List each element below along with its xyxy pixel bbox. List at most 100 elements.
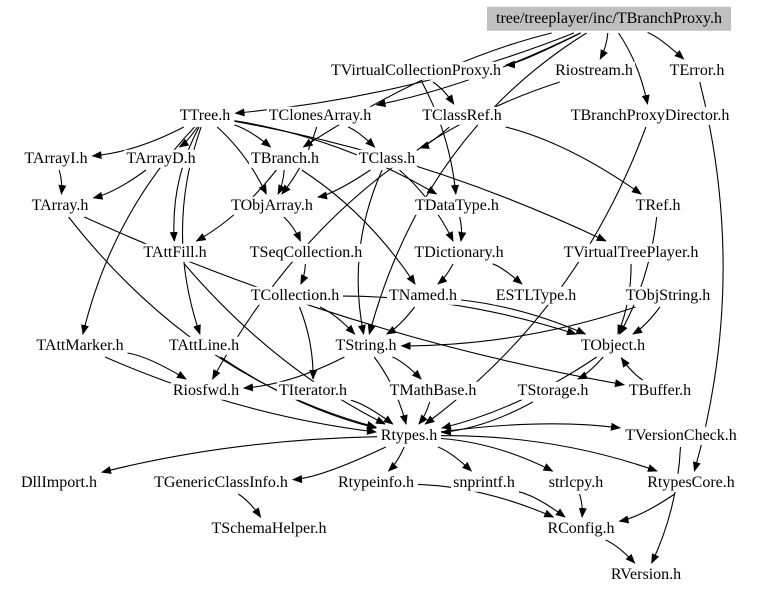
graph-node-Riostream[interactable]: Riostream.h (553, 61, 635, 81)
graph-node-TDictionary[interactable]: TDictionary.h (412, 243, 506, 263)
edge-TTree-to-TAttFill (169, 126, 200, 242)
edge-TObjArray-to-TSeqCollection (283, 216, 302, 242)
edge-TDictionary-to-TNamed (437, 263, 454, 285)
edge-root-to-TError (647, 31, 685, 60)
edge-TTree-to-TAttMarker (81, 126, 195, 335)
edge-TError-to-RtypesCore (692, 81, 724, 472)
edge-Rtypes-to-strlcpy (440, 437, 554, 472)
edge-TVersionCheck-to-RVersion (651, 446, 682, 564)
graph-node-TVersionCheck[interactable]: TVersionCheck.h (623, 426, 739, 446)
graph-node-TBuffer[interactable]: TBuffer.h (626, 381, 694, 401)
graph-node-TCollection[interactable]: TCollection.h (248, 286, 342, 306)
edge-Rtypes-to-RtypesCore (440, 435, 658, 472)
graph-node-TClass[interactable]: TClass.h (356, 149, 418, 169)
edge-TClonesArray-to-TClass (347, 126, 376, 148)
graph-node-DllImport[interactable]: DllImport.h (19, 473, 99, 493)
graph-node-TVirtualTreePlayer[interactable]: TVirtualTreePlayer.h (561, 243, 701, 263)
edge-TSeqCollection-to-TCollection (300, 263, 309, 285)
edge-TCollection-to-TObject (342, 295, 577, 336)
edge-TString-to-Riosfwd (243, 356, 345, 392)
graph-node-TAttFill[interactable]: TAttFill.h (141, 243, 209, 263)
edge-TDataType-to-TDictionary (458, 216, 467, 242)
edge-TAttLine-to-Rtypes (220, 356, 377, 430)
graph-node-TAttLine[interactable]: TAttLine.h (166, 336, 242, 356)
edge-TBranch-to-TObjArray (277, 169, 286, 195)
edge-Rtypes-to-Rtypeinfo (387, 446, 405, 472)
edge-TNamed-to-TString (385, 306, 416, 335)
edge-TArrayD-to-TArray (92, 169, 147, 200)
edge-TString-to-TMathBase (392, 356, 422, 380)
graph-node-TVirtualCollectionProxy[interactable]: TVirtualCollectionProxy.h (329, 61, 503, 81)
edge-RConfig-to-RVersion (605, 539, 636, 564)
graph-node-TError[interactable]: TError.h (667, 61, 727, 81)
edge-Rtypes-to-TGenericClassInfo (292, 446, 387, 484)
graph-node-strlcpy[interactable]: strlcpy.h (546, 473, 606, 493)
edge-TAttMarker-to-Riosfwd (127, 352, 187, 380)
graph-node-TStorage[interactable]: TStorage.h (515, 381, 591, 401)
graph-node-Rtypes[interactable]: Rtypes.h (378, 426, 440, 446)
graph-node-TObjArray[interactable]: TObjArray.h (229, 196, 315, 216)
graph-node-RVersion[interactable]: RVersion.h (608, 565, 684, 585)
graph-node-TMathBase[interactable]: TMathBase.h (387, 381, 479, 401)
edge-TBranch-to-TNamed (301, 169, 416, 285)
edge-TClassRef-to-TRef (505, 126, 642, 195)
graph-node-TArray[interactable]: TArray.h (29, 196, 91, 216)
edge-TVirtualCollectionProxy-to-TClassRef (432, 81, 455, 105)
edge-TDictionary-to-ESTLType (492, 263, 523, 285)
edge-TBranchProxyDirector-to-Rtypes (424, 126, 647, 425)
graph-node-TTree[interactable]: TTree.h (177, 106, 233, 126)
edge-RtypesCore-to-RConfig (618, 493, 676, 524)
edge-TTree-to-TVirtualTreePlayer (234, 120, 607, 242)
graph-node-TSeqCollection[interactable]: TSeqCollection.h (247, 243, 365, 263)
graph-node-TClonesArray[interactable]: TClonesArray.h (266, 106, 374, 126)
edge-Rtypeinfo-to-RConfig (417, 483, 555, 518)
graph-node-ESTLType[interactable]: ESTLType.h (493, 286, 579, 306)
edge-TObject-to-Rtypes (441, 356, 598, 430)
edge-Rtypes-to-snprintf (437, 446, 473, 472)
graph-node-TSchemaHelper[interactable]: TSchemaHelper.h (209, 519, 329, 539)
graph-node-RtypesCore[interactable]: RtypesCore.h (645, 473, 737, 493)
edge-TClassRef-to-TClass (419, 126, 450, 149)
edge-root-to-TBranchProxyDirector (618, 32, 650, 105)
edge-TRef-to-TObject (619, 216, 658, 335)
edge-TTree-to-TDataType (234, 120, 438, 195)
graph-node-TClassRef[interactable]: TClassRef.h (420, 106, 504, 126)
edge-TNamed-to-TObject (460, 299, 587, 335)
edge-TObjString-to-TObject (632, 306, 661, 335)
graph-node-TArrayD[interactable]: TArrayD.h (124, 149, 198, 169)
edge-TTree-to-TArrayD (178, 126, 198, 148)
edge-TArrayI-to-TArray (58, 169, 67, 195)
edge-snprintf-to-RConfig (518, 491, 566, 518)
edge-TIterator-to-Rtypes (350, 399, 394, 425)
edge-TObject-to-TStorage (577, 356, 604, 380)
edge-TObjString-to-TString (400, 306, 636, 350)
graph-node-TRef[interactable]: TRef.h (633, 196, 683, 216)
edge-TStorage-to-Rtypes (441, 401, 534, 436)
edge-TTree-to-TArrayI (91, 126, 185, 160)
edge-Rtypes-to-DllImport (101, 436, 378, 474)
graph-node-TGenericClassInfo[interactable]: TGenericClassInfo.h (152, 473, 290, 493)
graph-node-snprintf[interactable]: snprintf.h (451, 473, 517, 493)
graph-node-TObject[interactable]: TObject.h (578, 336, 648, 356)
graph-node-TIterator[interactable]: TIterator.h (277, 381, 349, 401)
graph-node-RConfig[interactable]: RConfig.h (545, 519, 617, 539)
graph-node-TBranch[interactable]: TBranch.h (249, 149, 321, 169)
graph-node-TObjString[interactable]: TObjString.h (623, 286, 713, 306)
graph-node-TNamed[interactable]: TNamed.h (387, 286, 459, 306)
graph-node-Rtypeinfo[interactable]: Rtypeinfo.h (336, 473, 416, 493)
edge-Rtypes-to-TVersionCheck (440, 422, 621, 433)
graph-node-TArrayI[interactable]: TArrayI.h (22, 149, 90, 169)
edge-TVirtualCollectionProxy-to-TDataType (421, 81, 459, 195)
graph-node-TAttMarker[interactable]: TAttMarker.h (34, 336, 126, 356)
graph-node-TBranchProxyDirector[interactable]: TBranchProxyDirector.h (568, 106, 732, 126)
edge-TBuffer-to-TObject (620, 357, 643, 381)
edge-Riostream-to-Riosfwd (212, 81, 560, 380)
edge-strlcpy-to-RConfig (578, 493, 587, 518)
edge-TGenericClassInfo-to-TSchemaHelper (238, 493, 262, 518)
graph-node-TString[interactable]: TString.h (333, 336, 399, 356)
edge-TClass-to-TObjArray (317, 169, 371, 200)
graph-node-Riosfwd[interactable]: Riosfwd.h (170, 381, 242, 401)
graph-node-TDataType[interactable]: TDataType.h (413, 196, 501, 216)
